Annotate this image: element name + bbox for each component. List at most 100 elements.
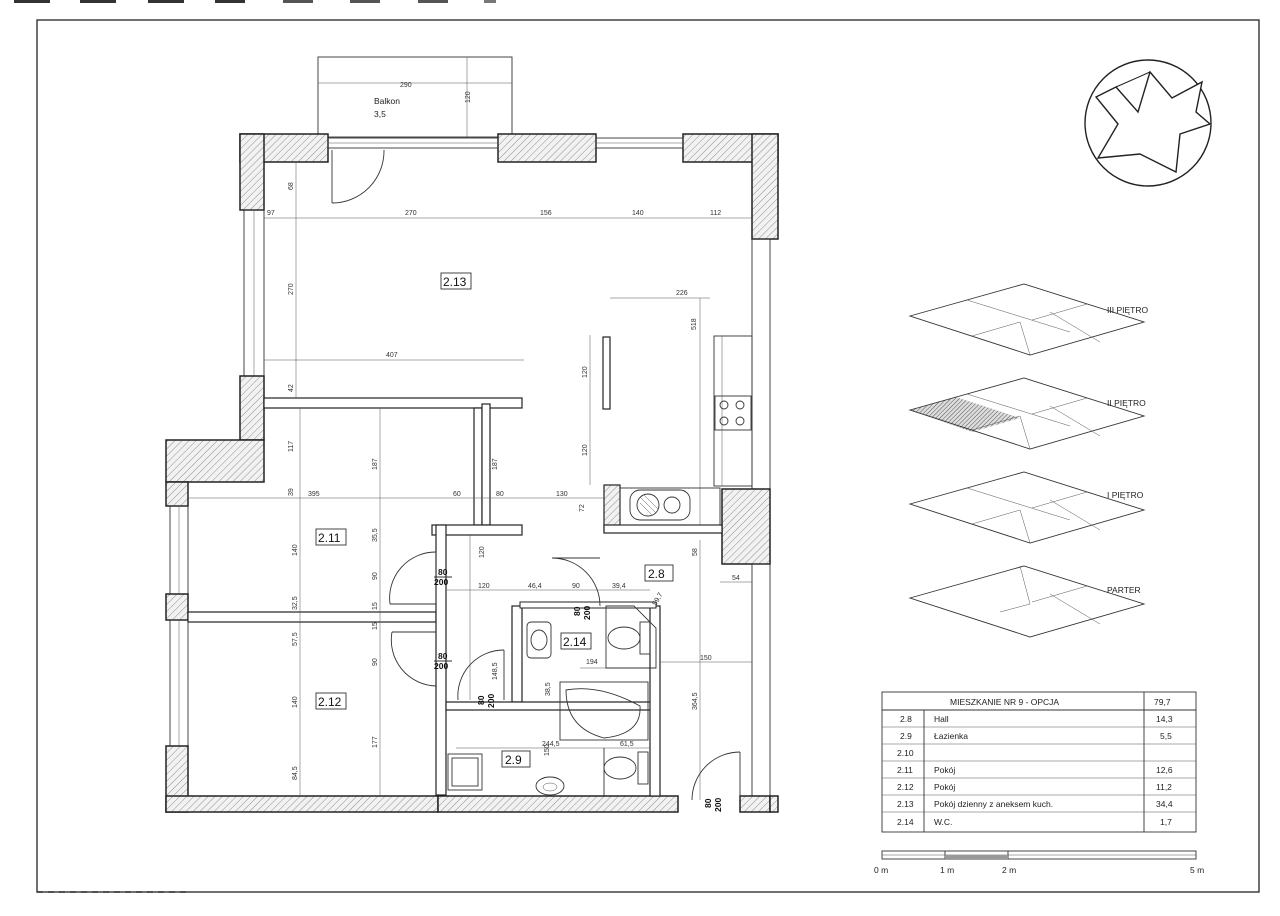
kitchen (602, 335, 753, 526)
balcony-door[interactable] (331, 149, 385, 204)
entrance-door[interactable] (691, 751, 741, 801)
label-text: 200 (582, 606, 592, 620)
dimension-label: 38,5 (545, 682, 552, 696)
cooktop-icon (714, 395, 752, 431)
label-text: 200 (434, 577, 448, 587)
label-text: 200 (434, 661, 448, 671)
dimension-label: 59,7 (652, 592, 665, 607)
sheet-frame (36, 19, 1260, 893)
label-text: 11,2 (1156, 782, 1172, 792)
dimension-label: 57,5 (292, 632, 299, 646)
area-table: MIESZKANIE NR 9 - OPCJA 79,7 2.8 Hall 14… (881, 691, 1197, 833)
door-room-2-12[interactable] (390, 631, 437, 687)
dimension-label: 15 (372, 602, 379, 610)
table-row: 2.14 W.C. 1,7 (897, 817, 1172, 827)
room-tag-2-8: 2.8 (648, 567, 665, 581)
dimension-label: 46,4 (528, 583, 542, 590)
dimension-label: 90 (572, 583, 580, 590)
scale-bar: 0 m 1 m 2 m 5 m (874, 850, 1204, 875)
label-text: 80 (438, 651, 448, 661)
balcony: 290 120 Balkon 3,5 (317, 56, 513, 138)
dimension-label: 187 (372, 458, 379, 470)
label-text: 200 (486, 694, 496, 708)
dimension-label: 42 (288, 384, 295, 392)
label-text: Pokój (934, 782, 955, 792)
label-text: 12,6 (1156, 765, 1173, 775)
walls (165, 133, 779, 813)
floor-label-II: II PIĘTRO (1107, 398, 1146, 408)
dimension-label: 117 (288, 441, 295, 452)
dimension-label: 156 (540, 210, 552, 217)
dimension-label: 84,5 (292, 766, 299, 780)
dimension-label: 39 (288, 488, 295, 496)
dimension-label: 120 (479, 546, 486, 558)
table-row: 2.11 Pokój 12,6 (897, 765, 1173, 775)
sink-icon (629, 489, 691, 521)
dimension-label: 54 (732, 575, 740, 582)
room-tags: 2.13 2.11 2.12 2.8 2.14 2.9 (315, 272, 674, 768)
door-wc-2-14[interactable] (551, 557, 601, 607)
label-text: 14,3 (1156, 714, 1173, 724)
dimension-label: 15 (372, 622, 379, 630)
balcony-dim-width: 290 (400, 82, 412, 89)
dimension-label: 270 (405, 210, 417, 217)
dimension-label: 364,5 (692, 692, 699, 710)
room-tag-2-12: 2.12 (318, 695, 342, 709)
label-text: 80 (476, 695, 486, 705)
scan-marks (14, 0, 496, 3)
floor-diagram-II: II PIĘTRO (908, 377, 1146, 450)
dimension-label: 120 (582, 366, 589, 378)
label-text: 2.13 (897, 799, 914, 809)
floor-label-III: III PIĘTRO (1107, 305, 1148, 315)
label-text: 2.10 (897, 748, 914, 758)
dimension-label: 194 (586, 659, 598, 666)
dimension-label: 244,5 (542, 741, 560, 748)
room-tag-2-9: 2.9 (505, 753, 522, 767)
label-text: 5,5 (1160, 731, 1172, 741)
table-title: MIESZKANIE NR 9 - OPCJA (950, 697, 1059, 707)
label-text: 1,7 (1160, 817, 1172, 827)
table-total: 79,7 (1154, 697, 1171, 707)
shower-tray-icon (447, 753, 483, 791)
floor-label-I: I PIĘTRO (1107, 490, 1144, 500)
label-text: 2.14 (897, 817, 914, 827)
doors (331, 149, 741, 801)
floor-diagram-parter: PARTER (908, 565, 1146, 638)
balcony-area: 3,5 (374, 109, 386, 119)
dimension-label: 140 (292, 544, 299, 556)
dimension-label: 140 (292, 696, 299, 708)
door-size-labels: 80 200 80 200 80 200 80 200 80 200 (434, 567, 723, 812)
table-row: 2.8 Hall 14,3 (900, 714, 1173, 724)
dimension-label: 39,4 (612, 583, 626, 590)
balcony-name: Balkon (374, 96, 400, 106)
dimension-label: 148,5 (492, 662, 499, 680)
door-bathroom-2-9[interactable] (457, 649, 505, 701)
table-row: 2.10 (897, 748, 914, 758)
label-text: 80 (438, 567, 448, 577)
door-room-2-11[interactable] (389, 551, 437, 605)
north-arrow-icon (1084, 59, 1212, 187)
label-text: 2.9 (900, 731, 912, 741)
floor-diagram-I: I PIĘTRO (908, 471, 1146, 544)
bathroom-fixtures (447, 605, 657, 796)
label-text: 34,4 (1156, 799, 1173, 809)
floor-plan: 290 120 Balkon 3,5 (165, 56, 779, 813)
dimension-label: 130 (556, 491, 568, 498)
dimension-label: 80 (496, 491, 504, 498)
dimension-label: 518 (691, 318, 698, 330)
dimension-label: 270 (288, 283, 295, 295)
scale-label-0: 0 m (874, 865, 888, 875)
dimension-label: 177 (372, 736, 379, 748)
dimension-label: 72 (579, 504, 586, 512)
dimension-label: 120 (478, 583, 490, 590)
label-text: Hall (934, 714, 949, 724)
label-text: Pokój dzienny z aneksem kuch. (934, 799, 1053, 809)
dimension-label: 90 (372, 658, 379, 666)
label-text: 80 (572, 606, 582, 616)
dimension-label: 120 (582, 444, 589, 456)
dimension-label: 60 (453, 491, 461, 498)
scale-label-1: 1 m (940, 865, 954, 875)
dimension-label: 150 (544, 744, 551, 756)
dimension-label: 61,5 (620, 741, 634, 748)
